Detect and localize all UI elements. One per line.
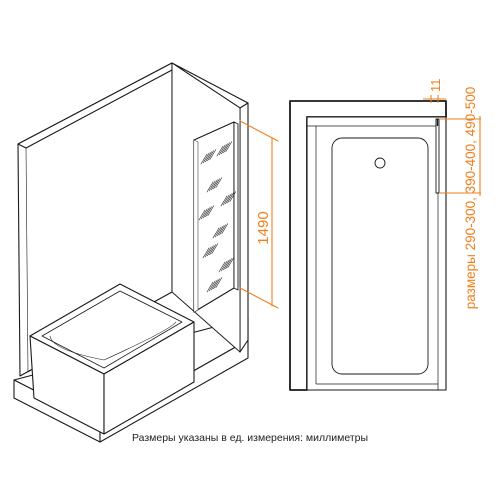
glass-pattern-stroke xyxy=(214,226,222,238)
glass-pattern-stroke xyxy=(217,225,224,237)
glass-pattern-stroke xyxy=(220,195,228,207)
glass-pattern-stroke xyxy=(213,278,220,290)
glass-pattern-stroke xyxy=(219,224,226,235)
glass-pattern-stroke xyxy=(212,227,220,239)
glass-pattern-stroke xyxy=(227,257,235,268)
panel-size-dimension-line xyxy=(440,116,481,196)
glass-pattern-stroke xyxy=(218,144,226,156)
glass-pattern-stroke xyxy=(221,223,229,234)
glass-pattern-stroke xyxy=(218,261,226,273)
glass-pattern-stroke xyxy=(198,209,206,221)
glass-pattern-stroke xyxy=(208,180,216,192)
glass-pattern-stroke xyxy=(207,245,214,257)
glass-pattern-stroke xyxy=(222,194,230,206)
gap-dimension-label: 11 xyxy=(428,79,443,93)
height-dimension-label: 1490 xyxy=(255,211,272,244)
panel-sizes-label: размеры 290-300, 390-400, 490-500 xyxy=(463,87,478,309)
glass-pattern-stroke xyxy=(209,149,217,160)
glass-pattern-stroke xyxy=(213,178,220,189)
glass-pattern-stroke xyxy=(225,193,232,205)
glass-pattern-stroke xyxy=(215,277,223,288)
glass-pattern-stroke xyxy=(216,145,224,157)
glass-pattern-stroke xyxy=(206,181,214,193)
glass-pattern-stroke xyxy=(200,208,208,220)
shower-glass-panel xyxy=(193,121,239,313)
glass-pattern-stroke xyxy=(221,143,228,155)
drain-icon xyxy=(374,157,386,169)
glass-pattern-stroke xyxy=(200,153,208,165)
glass-pattern-stroke xyxy=(208,280,216,292)
glass-pattern-stroke xyxy=(215,177,223,188)
glass-pattern-stroke xyxy=(205,206,212,217)
glass-pattern-stroke xyxy=(207,205,215,216)
plan-bathtub xyxy=(306,116,447,391)
glass-pattern-stroke xyxy=(209,244,216,255)
glass-pattern-stroke xyxy=(223,142,230,153)
glass-pattern-stroke xyxy=(202,152,210,164)
glass-pattern-stroke xyxy=(207,150,214,161)
glass-pattern-stroke xyxy=(211,279,218,291)
glass-pattern-stroke xyxy=(205,151,212,163)
height-dimension-line xyxy=(239,120,279,309)
glass-pattern-stroke xyxy=(225,258,232,270)
plan-view: 11 размеры 290-300, 390-400, 490-500 xyxy=(289,79,481,391)
glass-pattern-stroke xyxy=(225,141,233,152)
gap-dimension-line xyxy=(423,95,446,103)
plan-glass-panel xyxy=(435,118,440,194)
glass-pattern-stroke xyxy=(203,207,210,219)
glass-pattern-stroke xyxy=(211,243,219,254)
glass-pattern-stroke xyxy=(223,259,230,271)
units-caption: Размеры указаны в ед. измерения: миллиме… xyxy=(131,432,369,444)
glass-pattern-stroke xyxy=(211,179,218,191)
glass-pattern-stroke xyxy=(220,260,228,272)
glass-pattern-stroke xyxy=(229,191,237,202)
glass-pattern-stroke xyxy=(206,281,214,293)
glass-pattern xyxy=(198,141,237,293)
bathtub xyxy=(29,283,195,435)
glass-pattern-stroke xyxy=(204,246,212,258)
glass-pattern-stroke xyxy=(202,247,210,259)
perspective-view: 1490 xyxy=(13,62,279,443)
glass-pattern-stroke xyxy=(227,192,234,203)
